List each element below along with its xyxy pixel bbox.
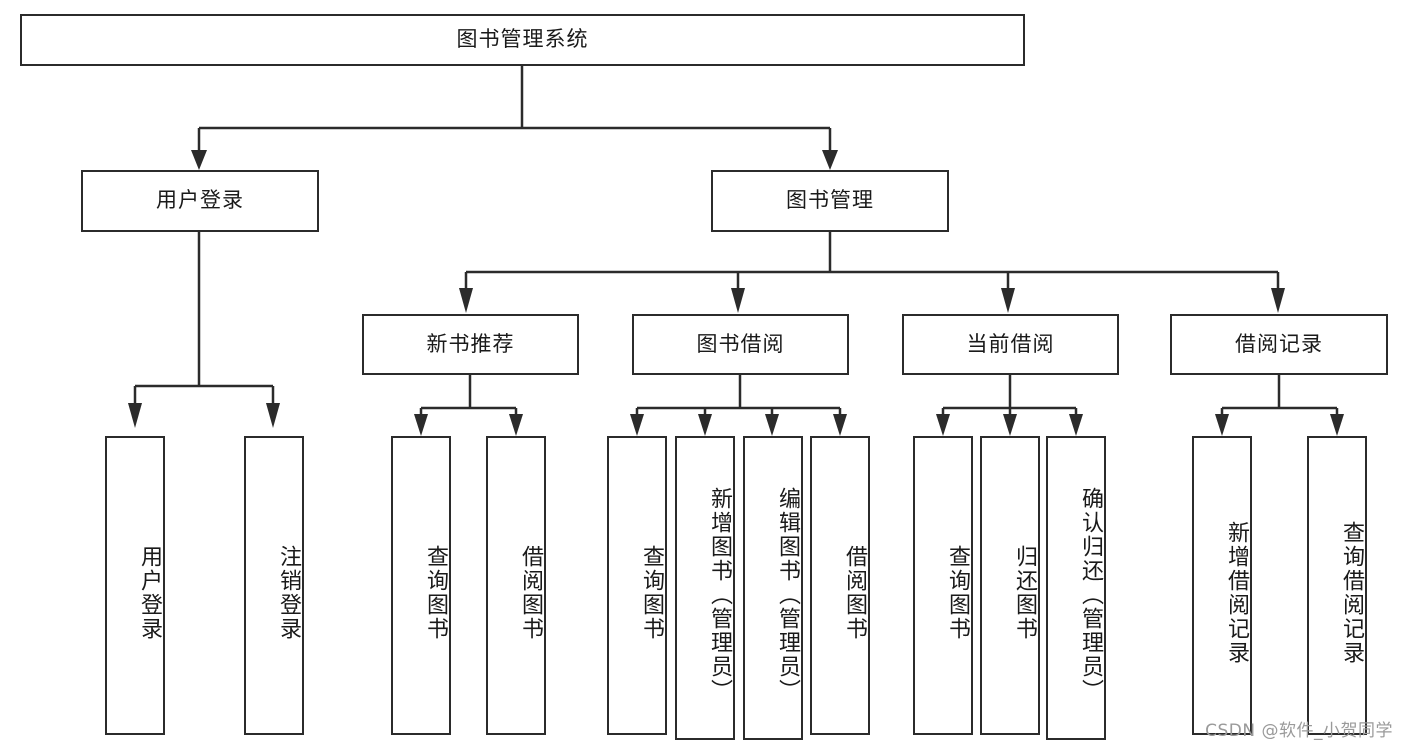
leaf-edit-book-admin[interactable]: 编辑图书（管理员） <box>743 436 803 740</box>
arrow-current-leaf-3 <box>1069 414 1083 436</box>
leaf-return-book[interactable]: 归还图书 <box>980 436 1040 735</box>
node-root-system[interactable]: 图书管理系统 <box>20 14 1025 66</box>
arrow-leaf-user-login <box>128 403 142 428</box>
arrow-current-borrow <box>1001 288 1015 313</box>
arrow-new-book <box>459 288 473 313</box>
leaf-add-book-admin[interactable]: 新增图书（管理员） <box>675 436 735 740</box>
node-book-management[interactable]: 图书管理 <box>711 170 949 232</box>
leaf-borrow-book[interactable]: 借阅图书 <box>810 436 870 735</box>
node-borrow-record[interactable]: 借阅记录 <box>1170 314 1388 375</box>
arrow-leaf-logout <box>266 403 280 428</box>
watermark-text: CSDN @软件_小贺同学 <box>1205 721 1393 741</box>
leaf-logout[interactable]: 注销登录 <box>244 436 304 735</box>
arrow-borrow-leaf-3 <box>765 414 779 436</box>
leaf-query-book-borrow[interactable]: 查询图书 <box>607 436 667 735</box>
node-book-borrow[interactable]: 图书借阅 <box>632 314 849 375</box>
arrow-current-leaf-1 <box>936 414 950 436</box>
leaf-confirm-return-admin[interactable]: 确认归还（管理员） <box>1046 436 1106 740</box>
leaf-add-borrow-record[interactable]: 新增借阅记录 <box>1192 436 1252 735</box>
arrow-record-leaf-1 <box>1215 414 1229 436</box>
leaf-user-login[interactable]: 用户登录 <box>105 436 165 735</box>
arrow-borrow-leaf-4 <box>833 414 847 436</box>
node-user-login[interactable]: 用户登录 <box>81 170 319 232</box>
arrow-user-login <box>191 150 207 170</box>
leaf-query-book-recommend[interactable]: 查询图书 <box>391 436 451 735</box>
leaf-query-borrow-record[interactable]: 查询借阅记录 <box>1307 436 1367 735</box>
arrow-current-leaf-2 <box>1003 414 1017 436</box>
arrow-book-mgmt <box>822 150 838 170</box>
arrow-record-leaf-2 <box>1330 414 1344 436</box>
arrow-borrow-record <box>1271 288 1285 313</box>
arrow-borrow-leaf-1 <box>630 414 644 436</box>
arrow-borrow-leaf-2 <box>698 414 712 436</box>
node-new-book-recommend[interactable]: 新书推荐 <box>362 314 579 375</box>
node-current-borrow[interactable]: 当前借阅 <box>902 314 1119 375</box>
arrow-newbook-leaf-1 <box>414 414 428 436</box>
arrow-book-borrow <box>731 288 745 313</box>
leaf-borrow-book-recommend[interactable]: 借阅图书 <box>486 436 546 735</box>
leaf-query-book-current[interactable]: 查询图书 <box>913 436 973 735</box>
arrow-newbook-leaf-2 <box>509 414 523 436</box>
